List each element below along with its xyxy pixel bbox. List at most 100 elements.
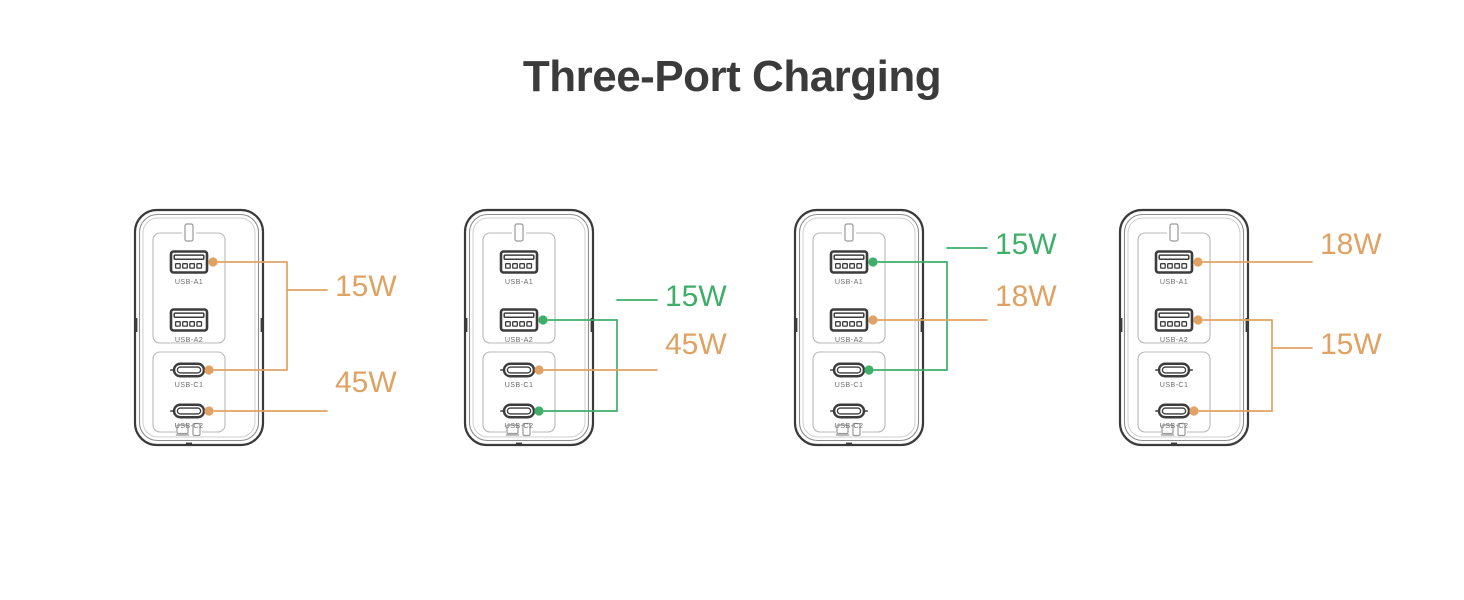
- port-usb-c2[interactable]: USB-C2: [169, 403, 208, 430]
- phone-icon: [852, 422, 861, 437]
- connector-dot-usb-a2: [1193, 315, 1203, 325]
- charger-mid-shell: [798, 213, 920, 442]
- phone-icon: [514, 223, 524, 242]
- port-usb-a1[interactable]: USB-A1: [169, 250, 209, 287]
- port-usb-a1[interactable]: USB-A1: [829, 250, 869, 287]
- lower-port-guide: [482, 351, 556, 433]
- usb-c-tongue: [176, 407, 202, 415]
- usb-a-contact: [1159, 321, 1166, 327]
- port-usb-a2[interactable]: USB-A2: [499, 308, 539, 345]
- connector-dot-usb-a2: [868, 315, 878, 325]
- port-label-usb-a2: USB-A2: [175, 335, 203, 344]
- usb-a-contact: [174, 263, 181, 269]
- usb-a-contact: [526, 263, 533, 269]
- watt-label-18w: 18W: [1320, 228, 1382, 261]
- lower-port-guide: [1137, 351, 1211, 433]
- port-usb-a1[interactable]: USB-A1: [1154, 250, 1194, 287]
- usb-a-tongue: [173, 254, 205, 261]
- port-usb-a2[interactable]: USB-A2: [1154, 308, 1194, 345]
- usb-a-contact: [189, 321, 196, 327]
- callout-wire-15w-0: [543, 299, 658, 412]
- port-label-usb-a1: USB-A1: [505, 277, 533, 286]
- charger-mid-shell: [468, 213, 590, 442]
- watt-label-15w: 15W: [665, 280, 727, 313]
- port-usb-a1[interactable]: USB-A1: [499, 250, 539, 287]
- usb-a-contact: [849, 321, 856, 327]
- charger-inner-shell: [142, 217, 256, 438]
- port-label-usb-c1: USB-C1: [1160, 380, 1189, 389]
- watt-label-45w: 45W: [665, 328, 727, 361]
- phone-icon: [522, 422, 531, 437]
- lower-port-guide: [152, 351, 226, 433]
- port-usb-c1[interactable]: USB-C1: [1154, 362, 1193, 389]
- usb-a-contact: [1174, 263, 1181, 269]
- usb-a-tongue: [1158, 312, 1190, 319]
- port-usb-c1[interactable]: USB-C1: [169, 362, 208, 389]
- usb-c-tongue: [506, 407, 532, 415]
- connector-dot-usb-a1: [1193, 257, 1203, 267]
- port-usb-a2[interactable]: USB-A2: [169, 308, 209, 345]
- usb-a-contact: [1181, 263, 1188, 269]
- port-label-usb-c2: USB-C2: [505, 421, 534, 430]
- usb-a-contact: [512, 321, 518, 327]
- watt-label-18w: 18W: [995, 280, 1057, 313]
- usb-a-contact: [1159, 263, 1166, 269]
- upper-port-guide: [152, 232, 226, 344]
- port-usb-c1[interactable]: USB-C1: [499, 362, 538, 389]
- charger-inner-shell: [472, 217, 586, 438]
- upper-port-guide: [482, 232, 556, 344]
- usb-a-tongue: [173, 312, 205, 319]
- charger-mid-shell: [138, 213, 260, 442]
- usb-a-contact: [196, 263, 203, 269]
- callout-wire-15w-0: [213, 261, 328, 371]
- callout-wire-15w-0: [873, 247, 988, 371]
- connector-dot-usb-a1: [208, 257, 218, 267]
- port-label-usb-c2: USB-C2: [1160, 421, 1189, 430]
- phone-icon: [1169, 223, 1179, 242]
- connector-dot-usb-c1: [534, 365, 544, 375]
- usb-a-contact: [834, 321, 841, 327]
- lower-port-guide: [812, 351, 886, 433]
- charger-inner-shell: [1127, 217, 1241, 438]
- page-title: Three-Port Charging: [522, 52, 942, 101]
- usb-a-contact: [174, 321, 181, 327]
- laptop-icon: [836, 424, 849, 435]
- usb-a-contact: [519, 321, 526, 327]
- watt-label-15w: 15W: [335, 270, 397, 303]
- usb-a-contact: [1181, 321, 1188, 327]
- connector-dot-usb-c2: [204, 406, 214, 416]
- port-usb-c2[interactable]: USB-C2: [829, 403, 868, 430]
- upper-port-guide: [1137, 232, 1211, 344]
- usb-c-tongue: [506, 366, 532, 374]
- usb-a-contact: [504, 321, 511, 327]
- usb-a-contact: [834, 263, 841, 269]
- port-usb-a2[interactable]: USB-A2: [829, 308, 869, 345]
- usb-c-tongue: [836, 366, 862, 374]
- port-usb-c1[interactable]: USB-C1: [829, 362, 868, 389]
- usb-c-tongue: [836, 407, 862, 415]
- port-label-usb-a1: USB-A1: [835, 277, 863, 286]
- phone-icon: [184, 223, 194, 242]
- usb-a-tongue: [1158, 254, 1190, 261]
- usb-c-tongue: [176, 366, 202, 374]
- usb-a-contact: [856, 321, 863, 327]
- port-usb-c2[interactable]: USB-C2: [1154, 403, 1193, 430]
- port-label-usb-a2: USB-A2: [1160, 335, 1188, 344]
- callout-wire-15w-1: [1198, 319, 1313, 412]
- phone-icon: [1177, 422, 1186, 437]
- usb-a-tongue: [833, 312, 865, 319]
- laptop-icon: [506, 424, 519, 435]
- laptop-icon: [176, 424, 189, 435]
- usb-a-contact: [189, 263, 196, 269]
- upper-port-guide: [812, 232, 886, 344]
- usb-a-tongue: [833, 254, 865, 261]
- connector-dot-usb-c2: [534, 406, 544, 416]
- usb-a-contact: [182, 263, 188, 269]
- laptop-icon: [1161, 424, 1174, 435]
- usb-a-contact: [526, 321, 533, 327]
